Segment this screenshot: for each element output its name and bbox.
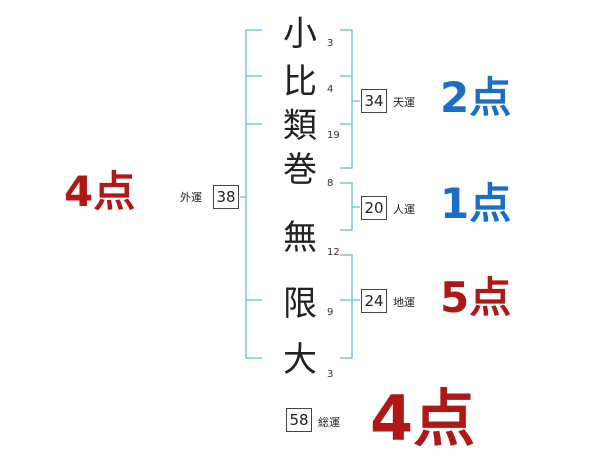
tenkaku-score: 2点 (440, 73, 512, 122)
name-char-6: 限 (283, 284, 317, 324)
gaikaku-value-box: 38 (213, 185, 239, 209)
tenkaku-label: 天運 (393, 96, 415, 109)
stroke-count-1: 3 (327, 38, 334, 49)
jinkaku-bracket (340, 182, 360, 231)
stroke-count-6: 9 (327, 307, 334, 318)
tenkaku-bracket (340, 29, 360, 169)
gaikaku-label: 外運 (180, 191, 202, 204)
name-char-1: 小 (283, 14, 317, 54)
jinkaku-score: 1点 (440, 179, 512, 228)
soukaku-label: 総運 (318, 416, 340, 429)
name-char-5: 無 (283, 218, 317, 258)
stroke-count-4: 8 (327, 178, 334, 189)
chikaku-value-box: 24 (361, 289, 387, 313)
jinkaku-value-box: 20 (361, 196, 387, 220)
soukaku-score: 4点 (370, 382, 476, 455)
gaikaku-score: 4点 (64, 167, 136, 216)
chikaku-label: 地運 (393, 296, 415, 309)
tenkaku-value-box: 34 (361, 89, 387, 113)
name-char-2: 比 (283, 62, 317, 102)
outer-bracket (240, 29, 262, 359)
stroke-count-5: 12 (327, 247, 340, 258)
stroke-count-2: 4 (327, 84, 334, 95)
chikaku-score: 5点 (440, 273, 512, 322)
stroke-count-3: 19 (327, 130, 340, 141)
name-char-4: 巻 (283, 150, 317, 190)
chikaku-bracket (340, 254, 360, 359)
name-char-3: 類 (283, 106, 317, 146)
stroke-count-7: 3 (327, 369, 334, 380)
soukaku-value-box: 58 (286, 408, 312, 432)
name-char-7: 大 (283, 340, 317, 380)
jinkaku-label: 人運 (393, 203, 415, 216)
